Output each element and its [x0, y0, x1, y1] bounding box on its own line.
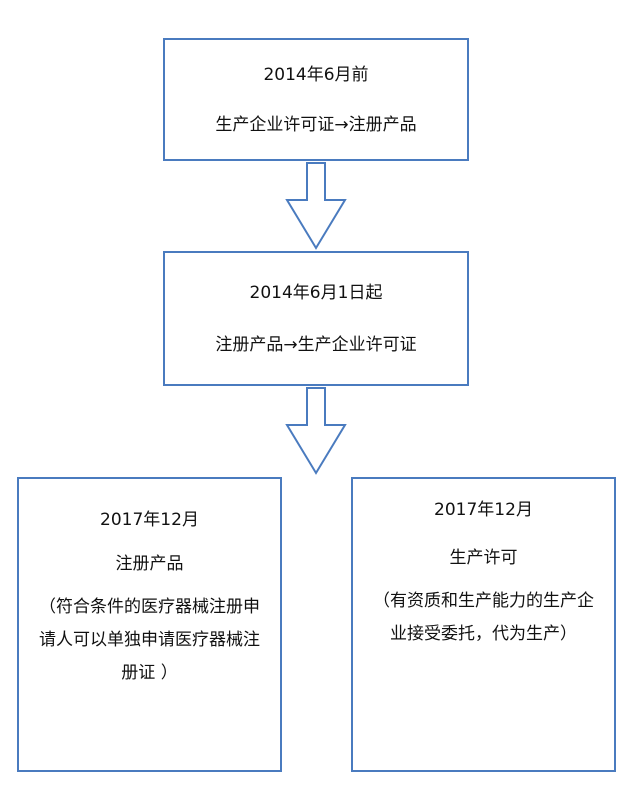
down-arrow-icon: [285, 387, 347, 475]
stage-box-2017-production: 2017年12月 生产许可 （有资质和生产能力的生产企业接受委托，代为生产）: [351, 477, 616, 772]
stage-date: 2017年12月: [100, 510, 199, 530]
stage-box-2017-registration: 2017年12月 注册产品 （符合条件的医疗器械注册申请人可以单独申请医疗器械注…: [17, 477, 282, 772]
stage-title: 注册产品: [115, 554, 184, 574]
stage-date: 2017年12月: [434, 500, 533, 520]
stage-note: （符合条件的医疗器械注册申请人可以单独申请医疗器械注册证 ）: [39, 597, 260, 683]
stage-box-before-2014: 2014年6月前 生产企业许可证→注册产品: [163, 38, 469, 161]
down-arrow-icon: [285, 162, 347, 250]
stage-flow: 生产企业许可证→注册产品: [215, 114, 417, 135]
stage-flow: 注册产品→生产企业许可证: [215, 334, 417, 355]
stage-date: 2014年6月前: [263, 64, 369, 85]
stage-box-from-2014: 2014年6月1日起 注册产品→生产企业许可证: [163, 251, 469, 386]
stage-title: 生产许可: [449, 548, 518, 568]
stage-note: （有资质和生产能力的生产企业接受委托，代为生产）: [373, 591, 594, 644]
stage-date: 2014年6月1日起: [249, 282, 383, 303]
